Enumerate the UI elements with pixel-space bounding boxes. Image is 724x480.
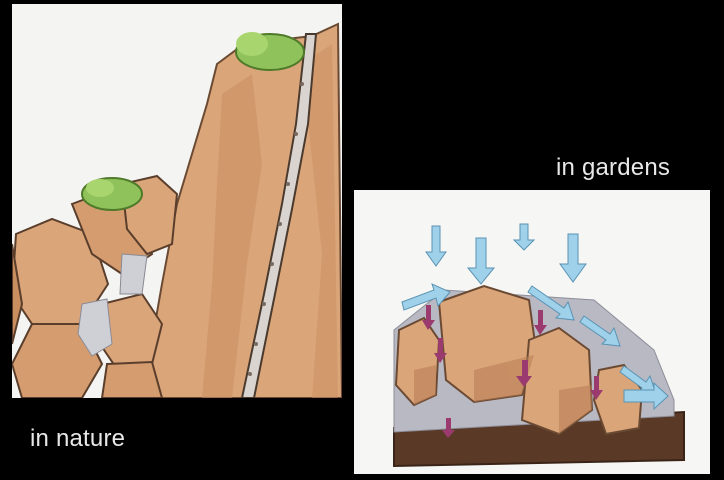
garden-rocks-drawing — [354, 190, 710, 474]
arrow-down-icon — [426, 226, 446, 266]
nature-cliff-drawing — [12, 4, 342, 398]
arrow-down-icon — [514, 224, 534, 250]
nature-illustration — [12, 4, 342, 398]
arrow-down-icon — [468, 238, 494, 284]
rain-arrows — [426, 224, 586, 284]
arrow-down-icon — [560, 234, 586, 282]
boulder-pile — [12, 176, 177, 398]
caption-in-nature: in nature — [30, 425, 125, 453]
caption-in-gardens: in gardens — [556, 154, 670, 182]
garden-illustration — [354, 190, 710, 474]
